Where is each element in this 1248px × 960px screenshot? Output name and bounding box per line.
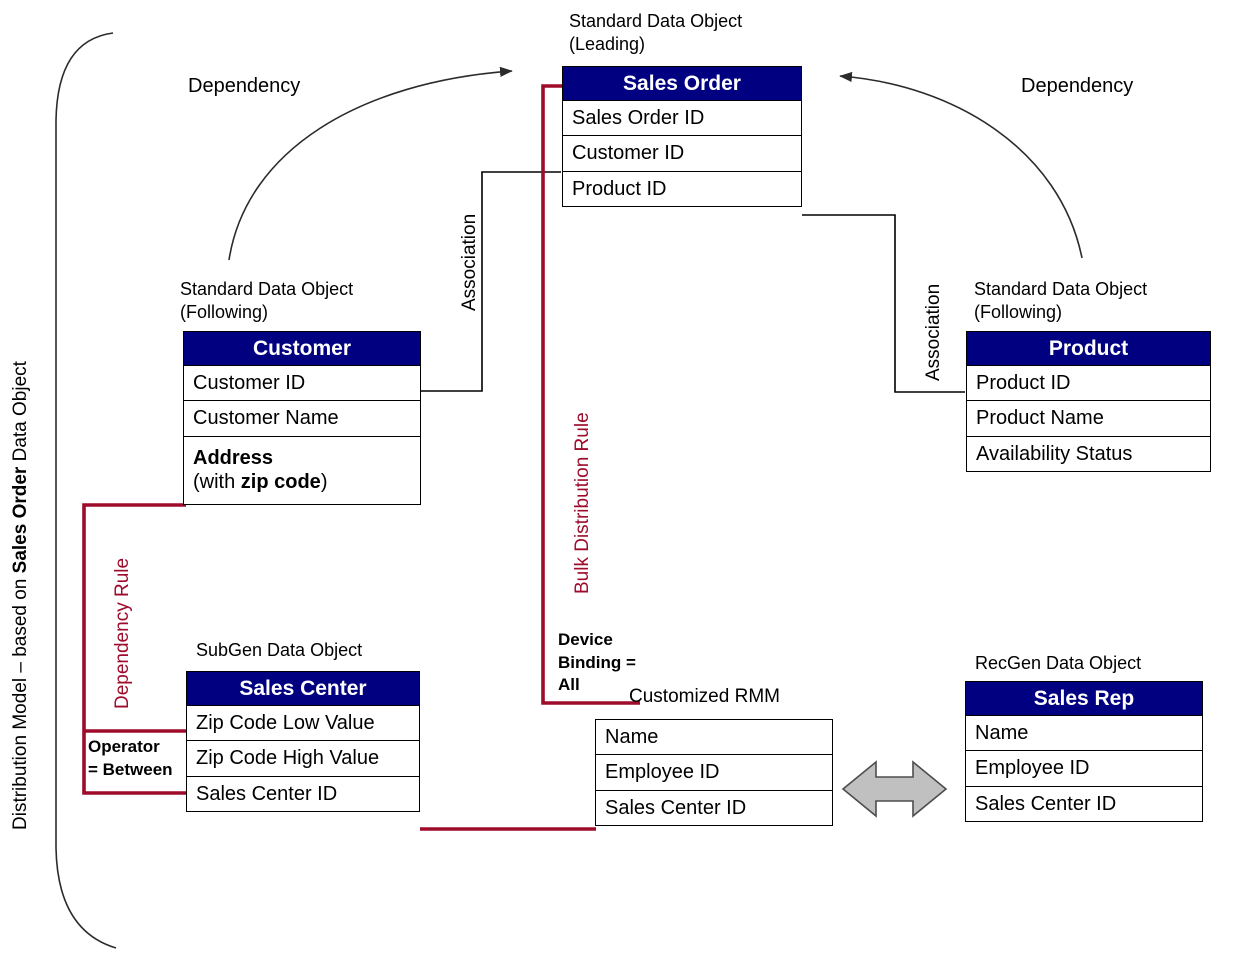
- entity-customer[interactable]: Customer Customer ID Customer Name Addre…: [183, 331, 421, 505]
- entity-customized-rmm[interactable]: Name Employee ID Sales Center ID: [595, 719, 833, 827]
- label-association-left: Association: [459, 213, 480, 311]
- outer-bracket-curve: [55, 32, 117, 949]
- entity-sales-center-field: Zip Code High Value: [187, 741, 419, 777]
- entity-sales-order[interactable]: Sales Order Sales Order ID Customer ID P…: [562, 66, 802, 208]
- entity-sales-center-field: Zip Code Low Value: [187, 706, 419, 742]
- entity-customer-address-pre: (with: [193, 471, 241, 494]
- caption-customized-rmm: Customized RMM: [629, 686, 780, 707]
- page-title-prefix: Distribution Model – based on: [10, 573, 31, 830]
- entity-customer-field: Customer ID: [184, 366, 420, 402]
- entity-customer-address-zip: zip code: [240, 471, 321, 494]
- entity-product-field: Availability Status: [976, 442, 1133, 465]
- caption-dependency-right: Dependency: [1021, 75, 1134, 97]
- caption-sales-order-kind: Standard Data Object (Leading): [569, 11, 743, 55]
- entity-sales-center[interactable]: Sales Center Zip Code Low Value Zip Code…: [186, 671, 420, 813]
- entity-sales-rep-field: Name: [966, 716, 1202, 752]
- label-dependency-rule: Dependency Rule: [112, 557, 133, 709]
- entity-customer-title: Customer: [184, 332, 420, 366]
- entity-product-field: Product ID: [967, 366, 1210, 402]
- entity-customized-rmm-field: Name: [596, 720, 832, 756]
- caption-sales-center-kind: SubGen Data Object: [196, 640, 363, 660]
- entity-product-title: Product: [967, 332, 1210, 366]
- entity-customer-address-post: ): [320, 471, 328, 494]
- caption-sales-rep-kind: RecGen Data Object: [975, 653, 1142, 673]
- double-arrow-icon: [841, 760, 948, 818]
- page-title-suffix: Data Object: [10, 361, 31, 467]
- entity-product[interactable]: Product Product ID Product Name Availabi…: [966, 331, 1211, 473]
- entity-customer-address-bold: Address: [193, 446, 274, 469]
- association-line-left: [421, 171, 561, 392]
- caption-customer-kind: Standard Data Object (Following): [180, 279, 354, 323]
- dependency-arrow-right: [839, 71, 1083, 259]
- caption-operator: Operator = Between: [88, 737, 173, 779]
- entity-sales-rep-field: Sales Center ID: [975, 792, 1117, 815]
- entity-sales-order-field: Sales Order ID: [563, 101, 801, 137]
- entity-sales-rep-field: Employee ID: [966, 751, 1202, 787]
- page-title-bold: Sales Order: [10, 466, 31, 574]
- entity-sales-center-title: Sales Center: [187, 672, 419, 706]
- caption-product-kind: Standard Data Object (Following): [974, 279, 1148, 323]
- page-title: Distribution Model – based on Sales Orde…: [10, 361, 32, 830]
- entity-sales-center-field: Sales Center ID: [196, 782, 338, 805]
- entity-product-field: Product Name: [967, 401, 1210, 437]
- caption-device-binding: Device Binding = All: [558, 630, 636, 695]
- entity-customized-rmm-field: Sales Center ID: [605, 796, 747, 819]
- entity-customer-field: Customer Name: [184, 401, 420, 437]
- entity-sales-rep[interactable]: Sales Rep Name Employee ID Sales Center …: [965, 681, 1203, 823]
- entity-sales-order-field: Product ID: [572, 177, 667, 200]
- label-association-right: Association: [923, 283, 944, 381]
- label-bulk-distribution-rule: Bulk Distribution Rule: [572, 412, 593, 594]
- entity-customized-rmm-field: Employee ID: [596, 755, 832, 791]
- entity-sales-order-field: Customer ID: [563, 136, 801, 172]
- caption-dependency-left: Dependency: [188, 75, 301, 97]
- entity-customer-field-address: Address (with zip code): [184, 437, 420, 504]
- entity-sales-rep-title: Sales Rep: [966, 682, 1202, 716]
- entity-sales-order-title: Sales Order: [563, 67, 801, 101]
